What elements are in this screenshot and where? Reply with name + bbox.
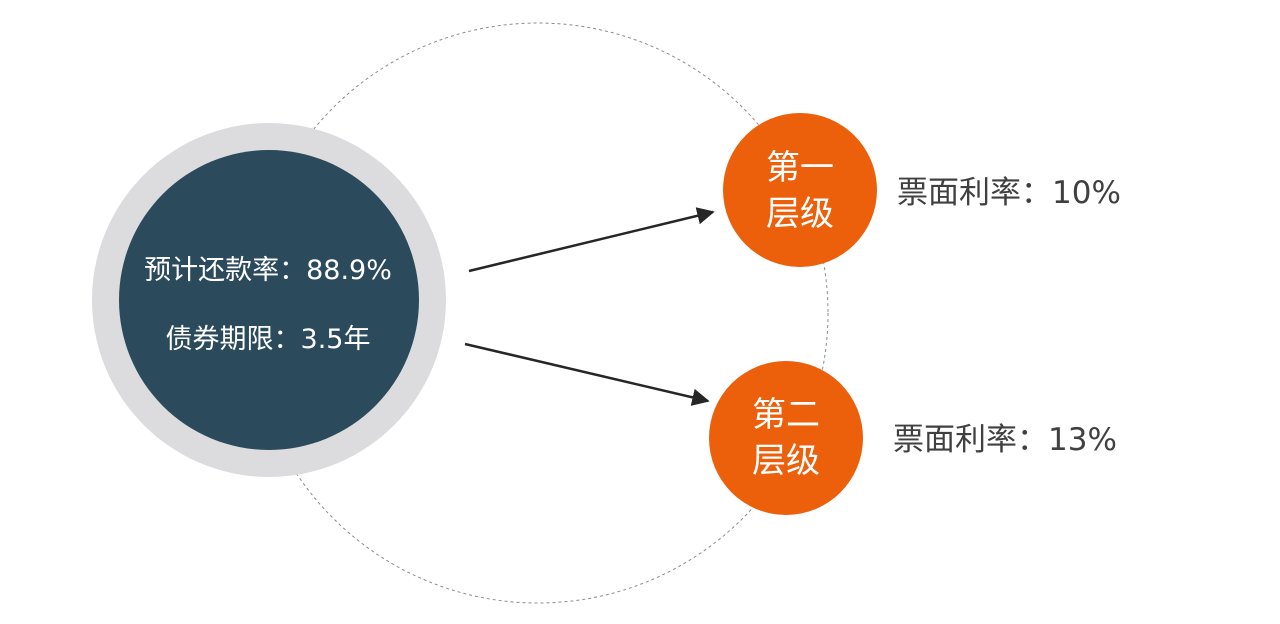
tier1-coupon-rate: 票面利率：10% — [897, 175, 1121, 211]
tier2-label-line1: 第二 — [752, 395, 820, 435]
tier2-label-line2: 层级 — [752, 441, 820, 481]
tier1-label-line1: 第一 — [766, 148, 834, 188]
dashed-orbit-circle — [247, 22, 829, 604]
expected-repayment-rate: 预计还款率：88.9% — [144, 255, 392, 286]
arrow-to-tier2 — [464, 342, 710, 406]
tier1-circle — [723, 113, 877, 267]
tier2-circle — [709, 361, 863, 515]
arrow-to-tier1 — [468, 207, 715, 273]
tier2-coupon-rate: 票面利率：13% — [893, 422, 1117, 458]
tier1-label-line2: 层级 — [766, 194, 834, 234]
main-circle — [119, 150, 419, 450]
bond-term: 债券期限：3.5年 — [166, 324, 371, 355]
